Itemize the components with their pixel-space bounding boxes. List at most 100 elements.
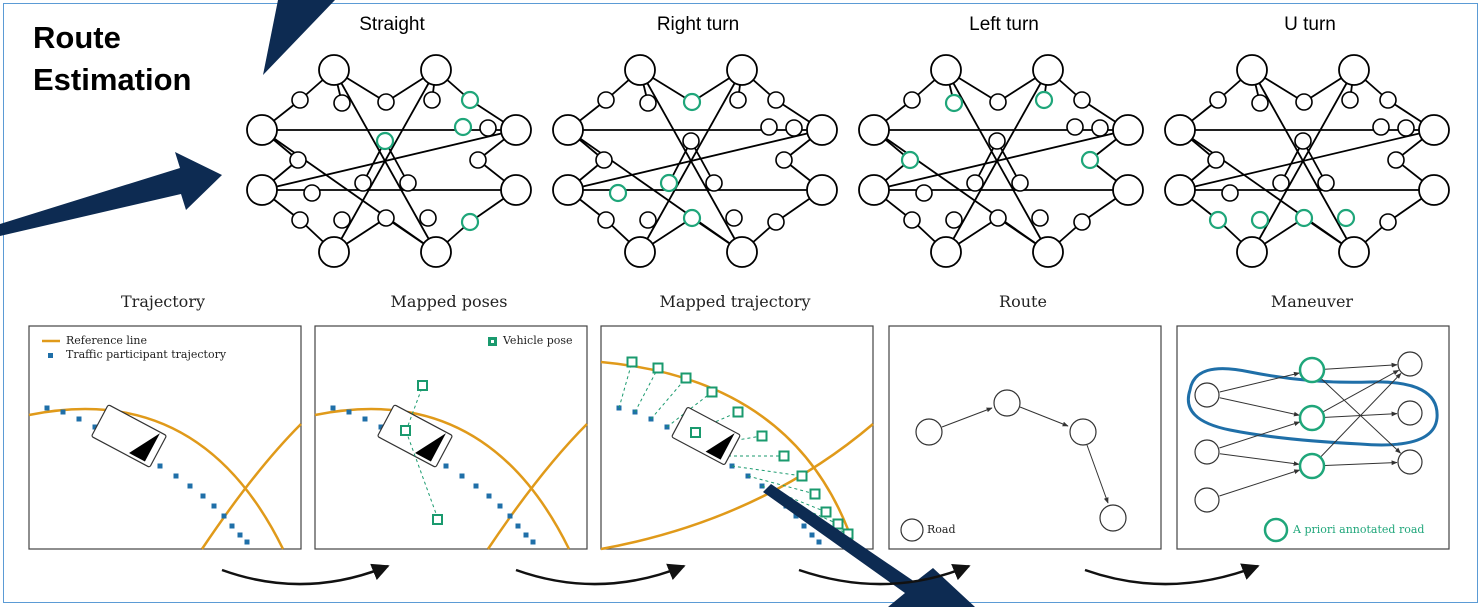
road-node bbox=[1194, 382, 1220, 408]
legend-annotated-road-swatch bbox=[1263, 517, 1289, 543]
road-node bbox=[1397, 351, 1423, 377]
mapped-pose-marker bbox=[706, 386, 718, 398]
road-graph-2 bbox=[858, 54, 1144, 268]
road-node bbox=[1194, 487, 1220, 513]
pointer-arrow-left bbox=[0, 152, 222, 236]
mapped-pose-marker bbox=[417, 380, 428, 391]
trajectory-point bbox=[244, 539, 250, 545]
trajectory-point bbox=[187, 483, 193, 489]
graph-node-large bbox=[806, 114, 838, 146]
graph-node-small bbox=[1379, 91, 1397, 109]
trajectory-point bbox=[157, 463, 163, 469]
graph-node-small bbox=[682, 132, 700, 150]
graph-node-small bbox=[639, 94, 657, 112]
legend-annotated-road: A priori annotated road bbox=[1293, 523, 1425, 536]
trajectory-point bbox=[237, 532, 243, 538]
road-edge bbox=[567, 129, 743, 253]
reference-line-outer bbox=[28, 407, 285, 550]
figure-frame bbox=[3, 3, 1478, 603]
trajectory-point bbox=[801, 523, 807, 529]
graph-node-large bbox=[1032, 54, 1064, 86]
graph-node-large bbox=[1338, 54, 1370, 86]
graph-node-large bbox=[1112, 174, 1144, 206]
panel-title-maneuver: Maneuver bbox=[1270, 292, 1354, 311]
graph-node-small bbox=[903, 91, 921, 109]
graph-node-small bbox=[1387, 151, 1405, 169]
panel-trajectory-content bbox=[28, 339, 302, 550]
flow-arrow-4 bbox=[1084, 563, 1260, 586]
graph-node-small bbox=[419, 209, 437, 227]
graph-node-small bbox=[377, 209, 395, 227]
road-node bbox=[1099, 504, 1127, 532]
trajectory-point bbox=[378, 424, 384, 430]
trajectory-point bbox=[515, 523, 521, 529]
maneuver-edge bbox=[1219, 397, 1300, 417]
reference-line-outer bbox=[314, 407, 571, 550]
graph-node-large bbox=[624, 236, 656, 268]
graph-node-small bbox=[597, 211, 615, 229]
road-edge bbox=[1179, 129, 1435, 191]
trajectory-point bbox=[60, 409, 66, 415]
graph-node-small bbox=[989, 209, 1007, 227]
panel-mapped-poses-content bbox=[314, 337, 588, 550]
graph-node-large bbox=[1164, 114, 1196, 146]
graph-node-small bbox=[291, 91, 309, 109]
trajectory-point bbox=[44, 405, 50, 411]
legend-vehicle-pose: Vehicle pose bbox=[503, 334, 573, 347]
heading-line-2: Estimation bbox=[33, 62, 192, 97]
graph-node-highlighted bbox=[682, 208, 702, 228]
trajectory-point bbox=[497, 503, 503, 509]
reference-line-inner bbox=[600, 423, 874, 551]
panel-title-trajectory: Trajectory bbox=[121, 292, 205, 311]
road-edge bbox=[1179, 129, 1355, 253]
graph-node-large bbox=[500, 114, 532, 146]
reference-line-inner bbox=[200, 423, 302, 550]
graph-node-highlighted bbox=[1250, 210, 1270, 230]
graph-node-large bbox=[552, 174, 584, 206]
graph-node-small bbox=[303, 184, 321, 202]
mapped-pose-marker bbox=[832, 518, 844, 530]
graph-node-large bbox=[726, 236, 758, 268]
graph-node-small bbox=[1221, 184, 1239, 202]
trajectory-point bbox=[221, 513, 227, 519]
mapped-pose-marker bbox=[809, 488, 821, 500]
graph-node-small bbox=[705, 174, 723, 192]
graph-node-large bbox=[246, 114, 278, 146]
vehicle bbox=[671, 407, 741, 465]
annotated-road-node bbox=[1298, 356, 1326, 384]
panel-title-mapped-trajectory: Mapped trajectory bbox=[659, 292, 811, 311]
graph-node-small bbox=[1251, 94, 1269, 112]
panel-route-content bbox=[900, 389, 1127, 542]
graph-node-small bbox=[785, 119, 803, 137]
graph-node-small bbox=[1207, 151, 1225, 169]
trajectory-point bbox=[346, 409, 352, 415]
graph-node-highlighted bbox=[1294, 208, 1314, 228]
mapped-pose-marker bbox=[778, 450, 790, 462]
trajectory-point bbox=[92, 424, 98, 430]
graph-node-highlighted bbox=[453, 117, 473, 137]
graph-node-large bbox=[1338, 236, 1370, 268]
panel-title-mapped-poses: Mapped poses bbox=[390, 292, 508, 311]
graph-node-highlighted bbox=[608, 183, 628, 203]
mapped-pose-marker bbox=[626, 356, 638, 368]
road-edge bbox=[261, 129, 437, 253]
graph-node-small bbox=[1073, 91, 1091, 109]
graph-node-small bbox=[988, 132, 1006, 150]
graph-node-small bbox=[423, 91, 441, 109]
graph-node-large bbox=[318, 236, 350, 268]
trajectory-point bbox=[229, 523, 235, 529]
legend-road: Road bbox=[927, 523, 956, 536]
graph-node-small bbox=[291, 211, 309, 229]
vehicle-pose-marker bbox=[400, 425, 411, 436]
graph-node-large bbox=[930, 54, 962, 86]
graph-node-small bbox=[354, 174, 372, 192]
trajectory-point bbox=[523, 532, 529, 538]
graph-node-small bbox=[333, 211, 351, 229]
graph-node-small bbox=[1397, 119, 1415, 137]
graph-node-highlighted bbox=[944, 93, 964, 113]
trajectory-point bbox=[211, 503, 217, 509]
road-node bbox=[993, 389, 1021, 417]
road-node bbox=[915, 418, 943, 446]
graph-node-large bbox=[624, 54, 656, 86]
